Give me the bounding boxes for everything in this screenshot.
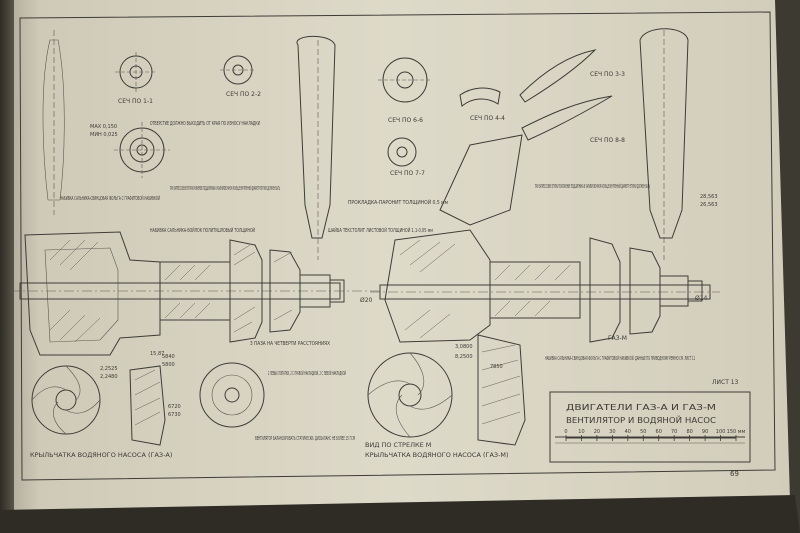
fan-blade-section-left bbox=[42, 30, 65, 215]
dim-d4: 8,2500 bbox=[455, 354, 473, 360]
section-label-1-1: СЕЧ ПО 1-1 bbox=[118, 98, 153, 105]
section-label-8-8: СЕЧ ПО 8-8 bbox=[590, 137, 625, 144]
impeller-side-view-left bbox=[129, 365, 166, 446]
dim-d16: МИН 0,025 bbox=[90, 132, 118, 138]
dim-d10: 7850 bbox=[490, 364, 503, 370]
section-label-4-4: СЕЧ ПО 4-4 bbox=[470, 115, 505, 122]
scale-tick-label: 150 мм bbox=[727, 429, 746, 435]
note-washer: НАБИВКА САЛЬНИКА-ВОЙЛОК ПОЛИТУШЛОВЫЙ ТОЛ… bbox=[150, 227, 255, 234]
dim-d15: МАХ 0,150 bbox=[90, 124, 117, 130]
arc-segment-detail bbox=[459, 87, 501, 107]
scale-tick-label: 100 bbox=[716, 429, 726, 435]
book-gutter bbox=[0, 0, 14, 533]
note-assembly-right: ПРИ ЗАПРЕССОВКЕ ВТУЛКИ ПОЛОЖЕНИЕ ПОДШИПН… bbox=[535, 183, 650, 190]
scale-tick-label: 50 bbox=[640, 429, 646, 435]
dim-d11: 2,2525 bbox=[100, 366, 118, 372]
impeller-side-view-right bbox=[477, 334, 526, 446]
pump-section-left bbox=[10, 231, 380, 356]
note-gasket: ПРОКЛАДКА-ПАРОНИТ ТОЛЩИНОЙ 0,5 мм bbox=[348, 199, 448, 206]
sheet-label: ЛИСТ 13 bbox=[712, 379, 739, 386]
dim-d14: 6730 bbox=[168, 412, 181, 418]
scale-tick-label: 0 bbox=[564, 429, 567, 435]
dim-d13: 6720 bbox=[168, 404, 181, 410]
page-number: 69 bbox=[730, 470, 739, 478]
dim-d3: 3,0800 bbox=[455, 344, 473, 350]
note-gland-right: НАБИВКА САЛЬНИКА-СВИНЦОВАЯ ФОЛЬГА С ГРАФ… bbox=[545, 355, 695, 362]
section-6-6-circle bbox=[387, 137, 417, 167]
hub-gear-circle bbox=[114, 122, 170, 178]
scale-tick-label: 70 bbox=[671, 429, 677, 435]
fan-blade-view-right bbox=[639, 28, 689, 260]
caption-view-arrow: ВИД ПО СТРЕЛКЕ М bbox=[365, 441, 431, 449]
section-label-7-7: СЕЧ ПО 7-7 bbox=[390, 170, 425, 177]
section-label-2-2: СЕЧ ПО 2-2 bbox=[226, 91, 261, 98]
dim-d6: 5840 bbox=[162, 354, 175, 360]
note-gland-left: НАБИВКА САЛЬНИКА-СВИНЦОВАЯ ФОЛЬГА С ГРАФ… bbox=[60, 195, 160, 202]
dim-d1: Ø20 bbox=[360, 297, 373, 304]
pulley-front-view bbox=[199, 362, 265, 428]
caption-impeller-left: КРЫЛЬЧАТКА ВОДЯНОГО НАСОСА (ГАЗ-А) bbox=[30, 451, 172, 459]
dim-d2: Ø14 bbox=[695, 295, 708, 302]
section-2-2-circle bbox=[220, 55, 256, 85]
scale-tick-label: 60 bbox=[656, 429, 662, 435]
blade-profile-right bbox=[519, 49, 613, 141]
scale-tick-label: 40 bbox=[625, 429, 631, 435]
title-block bbox=[549, 391, 751, 463]
note-spacer: 3 ПАЗА НА ЧЕТВЕРТИ РАССТОЯНИЯХ bbox=[250, 341, 330, 347]
caption-gaz-m: ГАЗ-М bbox=[608, 335, 627, 342]
section-label-6-6: СЕЧ ПО 6-6 bbox=[388, 117, 423, 124]
pump-section-right bbox=[370, 134, 720, 343]
dim-d12: 2,2480 bbox=[100, 374, 118, 380]
dim-d7: 5800 bbox=[162, 362, 175, 368]
note-blades: 2 ЛЕВЫХ ЛОПАТКИ, 2 С ПРАВОЙ НАКЛАДКОЙ, 2… bbox=[268, 370, 346, 377]
scale-tick-label: 20 bbox=[594, 429, 600, 435]
dim-d5: 15,87 bbox=[150, 351, 164, 357]
caption-balance: ВЕНТИЛЯТОР БАЛАНСИРОВАТЬ СТАТИЧЕСКИ. ДИС… bbox=[255, 436, 355, 442]
note-oil-hole: ОТВЕРСТИЕ ДОЛЖНО ВЫХОДИТЬ ОТ КРАЯ ПО ИЗН… bbox=[150, 121, 260, 127]
dim-d9: 26,563 bbox=[700, 202, 718, 208]
scale-tick-label: 80 bbox=[686, 429, 692, 435]
section-1-1-circle bbox=[115, 52, 157, 92]
title-line-2: ВЕНТИЛЯТОР И ВОДЯНОЙ НАСОС bbox=[566, 414, 716, 425]
dim-d8: 28,563 bbox=[700, 194, 718, 200]
fan-blade-view-left bbox=[296, 35, 336, 260]
section-3-3-circle bbox=[378, 57, 432, 103]
impeller-view-arrow-m bbox=[367, 352, 453, 438]
note-assembly-left: ПРИ ЗАПРЕССОВКЕ ВТУЛКИ РАЗМЕРОВ ПОДШИПНИ… bbox=[170, 185, 280, 192]
title-line-1: ДВИГАТЕЛИ ГАЗ-А И ГАЗ-М bbox=[566, 403, 716, 412]
note-gasket-textolite: ШАЙБА ТЕКСТОЛИТ ЛИСТОВОЙ ТОЛЩИНОЙ 1,1-0,… bbox=[328, 227, 433, 234]
scale-tick-label: 30 bbox=[609, 429, 615, 435]
scale-tick-label: 90 bbox=[702, 429, 708, 435]
section-label-3-3: СЕЧ ПО 3-3 bbox=[590, 71, 625, 78]
drawing-frame bbox=[19, 11, 776, 481]
drawing-sheet bbox=[0, 0, 790, 520]
caption-impeller-right: КРЫЛЬЧАТКА ВОДЯНОГО НАСОСА (ГАЗ-М) bbox=[365, 451, 509, 459]
page-edge-shadow bbox=[0, 495, 800, 533]
impeller-front-view-left bbox=[31, 365, 101, 435]
scale-tick-label: 10 bbox=[578, 429, 584, 435]
